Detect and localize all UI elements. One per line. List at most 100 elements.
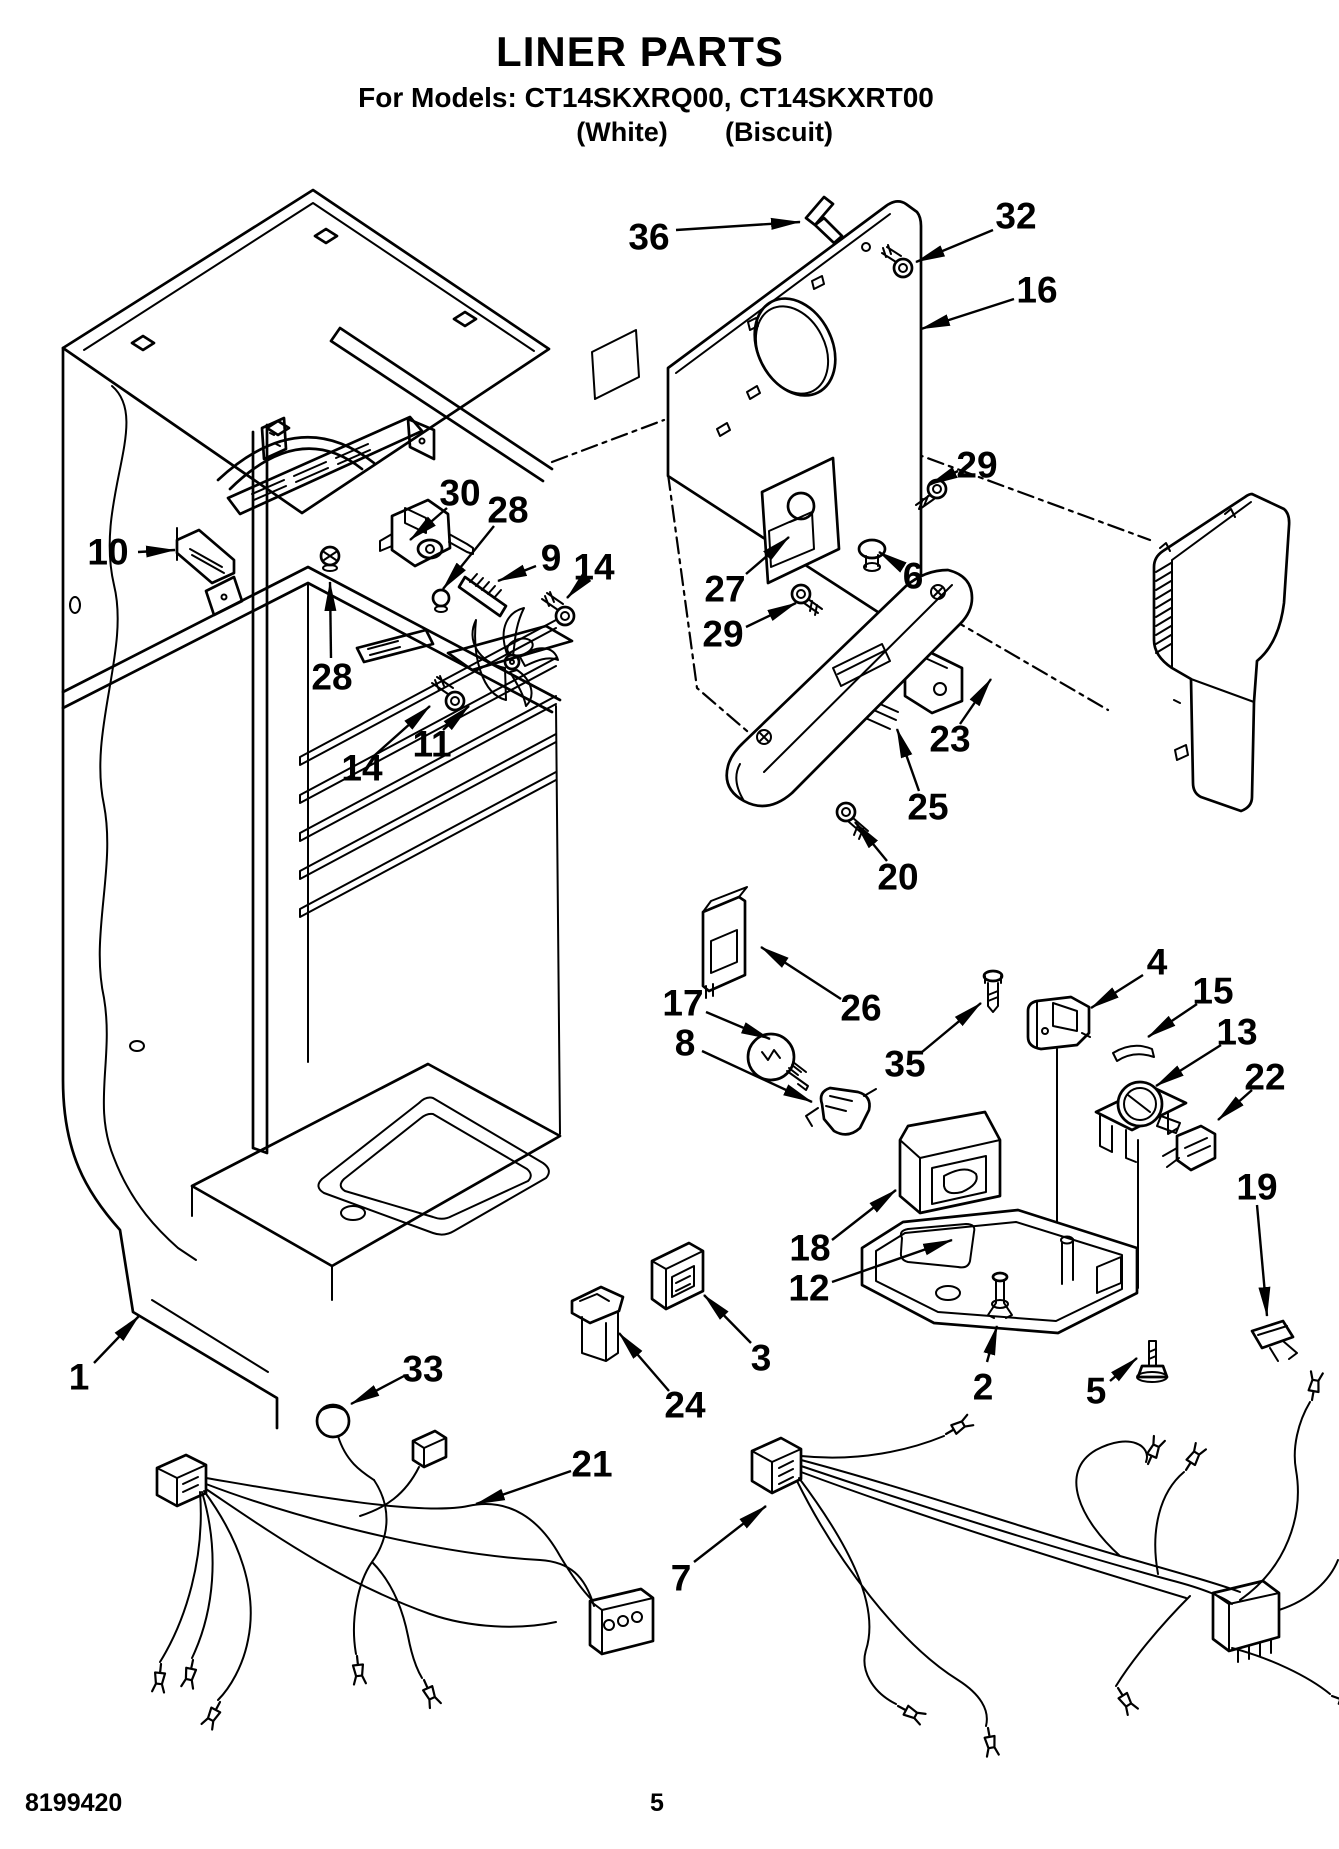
screw-14-right [541,591,576,627]
leader-arrow-32 [915,228,994,264]
part-number-13: 13 [1216,1012,1257,1053]
leader-arrow-25 [895,728,921,792]
part-number-32: 32 [995,196,1036,237]
part-number-22: 22 [1244,1057,1285,1098]
leader-arrow-13 [1155,1043,1222,1088]
callout-3: 3 [703,1294,772,1379]
lamp-housing-18 [898,1110,1002,1215]
leader-arrow-17 [705,1010,771,1041]
part-number-21: 21 [571,1444,612,1485]
callout-16: 16 [920,270,1058,331]
part-number-12: 12 [788,1268,829,1309]
leader-arrow-24 [618,1332,670,1392]
leader-arrow-29-a [928,466,959,487]
air-duct-25-drawing [725,568,974,840]
part-number-28-b: 28 [311,657,352,698]
switch-22 [1162,1124,1217,1172]
defrost-thermostat-4 [1026,995,1091,1287]
part-number-27: 27 [704,569,745,610]
grommet-33 [315,1403,375,1481]
wire-harness-21-drawing [150,1429,655,1731]
part-number-11: 11 [412,724,451,765]
leader-arrow-33 [350,1374,405,1406]
callout-29-b: 29 [702,601,797,655]
callout-20: 20 [854,821,919,898]
label-tag-36 [804,195,844,245]
leader-arrow-22 [1217,1089,1253,1121]
bulb-socket-8 [805,1086,877,1136]
part-number-9: 9 [541,538,562,579]
callout-13: 13 [1155,1012,1258,1088]
light-bulb-17 [746,1032,809,1091]
control-cover-23-drawing [1152,492,1291,813]
part-number-23: 23 [929,719,970,760]
wire-harness-7-drawing [750,1370,1339,1758]
leader-arrow-15 [1147,1003,1198,1038]
leader-arrow-8 [701,1049,813,1104]
part-number-16: 16 [1016,270,1057,311]
screw-35 [982,969,1004,1013]
cabinet-liner-1-drawing [61,188,640,1430]
callout-29-a: 29 [928,445,998,487]
doc-number: 8199420 [25,1789,123,1817]
part-number-24: 24 [664,1385,706,1426]
callout-27: 27 [704,536,790,610]
leader-arrow-35 [921,1002,982,1053]
control-housing-base [860,1208,1139,1335]
part-number-1: 1 [69,1357,90,1398]
part-number-14-a: 14 [573,547,615,588]
callout-18: 18 [789,1189,897,1269]
leader-arrow-20 [854,821,888,862]
part-number-30: 30 [439,473,480,514]
leader-arrow-2 [983,1325,999,1363]
part-number-17: 17 [662,983,703,1024]
part-number-26: 26 [840,988,881,1029]
leader-arrow-19 [1255,1204,1271,1317]
part-number-8: 8 [675,1023,696,1064]
callout-14-b: 14 [341,705,431,789]
page-number: 5 [650,1789,664,1817]
callout-2: 2 [973,1325,999,1408]
leader-arrow-28-b [324,581,337,659]
part-number-29-a: 29 [956,445,997,486]
part-number-29-b: 29 [702,614,743,655]
callout-32: 32 [915,196,1037,264]
leader-arrow-36 [675,217,801,232]
part-number-15: 15 [1192,971,1233,1012]
leader-arrow-5 [1109,1357,1138,1382]
screw-14-lower [431,675,466,712]
part-number-25: 25 [907,787,948,828]
leader-arrow-14-a [566,572,592,599]
part-number-18: 18 [789,1228,830,1269]
leader-arrow-11 [442,705,470,731]
part-number-6: 6 [903,556,924,597]
leader-arrow-16 [920,297,1015,331]
leader-arrow-28-a [442,525,495,590]
callout-25: 25 [895,728,949,828]
leader-arrow-7 [693,1505,767,1563]
part-number-4: 4 [1147,942,1168,983]
leader-arrow-10 [137,545,176,558]
cover-26 [701,886,748,999]
callout-21: 21 [475,1444,613,1506]
leader-arrow-27 [745,536,790,575]
callout-14-a: 14 [566,547,615,599]
defrost-timer-13 [1094,1080,1188,1289]
part-number-3: 3 [751,1338,772,1379]
leader-arrow-18 [831,1189,897,1241]
fan-blade-11 [471,607,559,707]
callout-24: 24 [618,1332,706,1426]
leader-arrow-1 [93,1315,140,1364]
callout-23: 23 [929,678,992,760]
leader-arrow-30 [409,507,448,541]
top-bracket-10 [175,528,236,585]
leader-arrow-29-b [745,601,797,629]
callout-33: 33 [350,1349,444,1406]
callout-15: 15 [1147,971,1234,1038]
support-24 [570,1285,625,1362]
callout-10: 10 [87,532,176,573]
models-line: For Models: CT14SKXRQ00, CT14SKXRT00 [358,82,934,113]
callout-11: 11 [412,705,470,765]
motor-bracket-9 [457,575,508,618]
leader-arrow-4 [1090,973,1144,1010]
